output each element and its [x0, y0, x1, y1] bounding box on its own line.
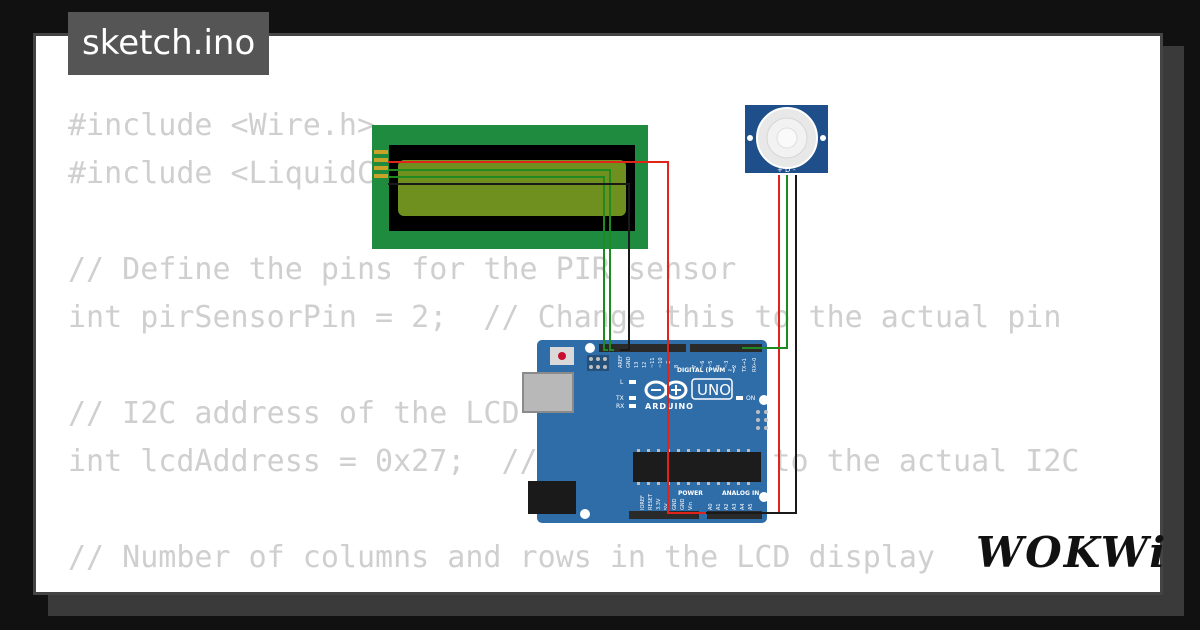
led-tx-label: TX — [615, 395, 624, 402]
wokwi-logo: WOKWi — [976, 528, 1168, 577]
pin-label: ~10 — [658, 357, 664, 368]
pin-label: A5 — [748, 503, 754, 510]
wires — [388, 161, 797, 514]
pin-label: IOREF — [640, 495, 646, 510]
pin-label: ~11 — [650, 357, 656, 368]
pir-pin-data: D — [785, 166, 790, 174]
power-label: POWER — [678, 490, 703, 497]
power-jack — [528, 481, 576, 514]
usb-port — [522, 372, 574, 413]
wire-lcd-gnd[interactable] — [388, 183, 630, 351]
wire-pir-gnd[interactable] — [706, 175, 797, 514]
pin-label: GND — [680, 498, 686, 510]
pir-pin-gnd: - — [793, 166, 796, 174]
wire-lcd-scl[interactable] — [388, 176, 608, 351]
digital-label: DIGITAL (PWM ~) — [677, 367, 735, 374]
pin-label: AREF — [618, 355, 624, 368]
pin-label: ~5 — [708, 361, 714, 368]
code-line: #include <Wire.h> — [68, 108, 376, 143]
lcd-display[interactable] — [372, 125, 648, 249]
pin-label: 12 — [642, 362, 648, 368]
pin-label: 3.3V — [656, 498, 662, 510]
code-line: // Define the pins for the PIR sensor — [68, 252, 737, 287]
arduino-logo-icon — [644, 380, 688, 400]
led-l-label: L — [620, 379, 624, 386]
pin-label: Vin — [688, 502, 694, 510]
wire-lcd-vcc[interactable] — [388, 161, 690, 514]
code-line: int lcdColumns = 16; — [68, 582, 1079, 592]
sketch-title-tab[interactable]: sketch.ino — [68, 12, 270, 75]
code-line: // Number of columns and rows in the LCD… — [68, 540, 935, 575]
analog-label: ANALOG IN — [722, 490, 759, 497]
pin-label: 8 — [674, 365, 680, 368]
wire-lcd-sda[interactable] — [388, 169, 614, 351]
on-label: ON — [746, 395, 755, 402]
pin-label: TX→1 — [742, 358, 748, 373]
pin-label: GND — [672, 498, 678, 510]
wire-pir-data[interactable] — [742, 175, 788, 349]
code-line: // I2C address of the LCD — [68, 396, 520, 431]
pin-label: 2 — [732, 365, 738, 368]
pir-pin-vcc: + — [777, 166, 783, 174]
board-brand: ARDUINO — [645, 402, 694, 411]
pin-label: GND — [626, 356, 632, 368]
arduino-uno-board[interactable]: UNO ARDUINO DIGITAL (PWM ~) POWER ANALOG… — [522, 340, 769, 523]
pin-label: 13 — [634, 362, 640, 368]
pin-label: RESET — [648, 493, 654, 510]
pin-label: A4 — [740, 503, 746, 510]
pin-label: ~6 — [700, 361, 706, 368]
atmega-chip — [633, 452, 761, 482]
pin-label: A1 — [716, 503, 722, 510]
pin-label: ~3 — [724, 361, 730, 368]
pin-label: RX←0 — [752, 358, 758, 372]
code-editor: #include <Wire.h>#include <LiquidCrystal… — [68, 102, 1079, 592]
pin-label: A0 — [708, 503, 714, 510]
pin-label: A3 — [732, 503, 738, 510]
pir-sensor[interactable]: + D - — [745, 105, 828, 174]
led-rx-label: RX — [616, 403, 624, 410]
pin-label: A2 — [724, 503, 730, 510]
board-model: UNO — [697, 381, 731, 399]
pin-label: 7 — [692, 365, 698, 368]
code-line: int pirSensorPin = 2; // Change this to … — [68, 300, 1062, 335]
pin-label: 4 — [716, 365, 722, 368]
